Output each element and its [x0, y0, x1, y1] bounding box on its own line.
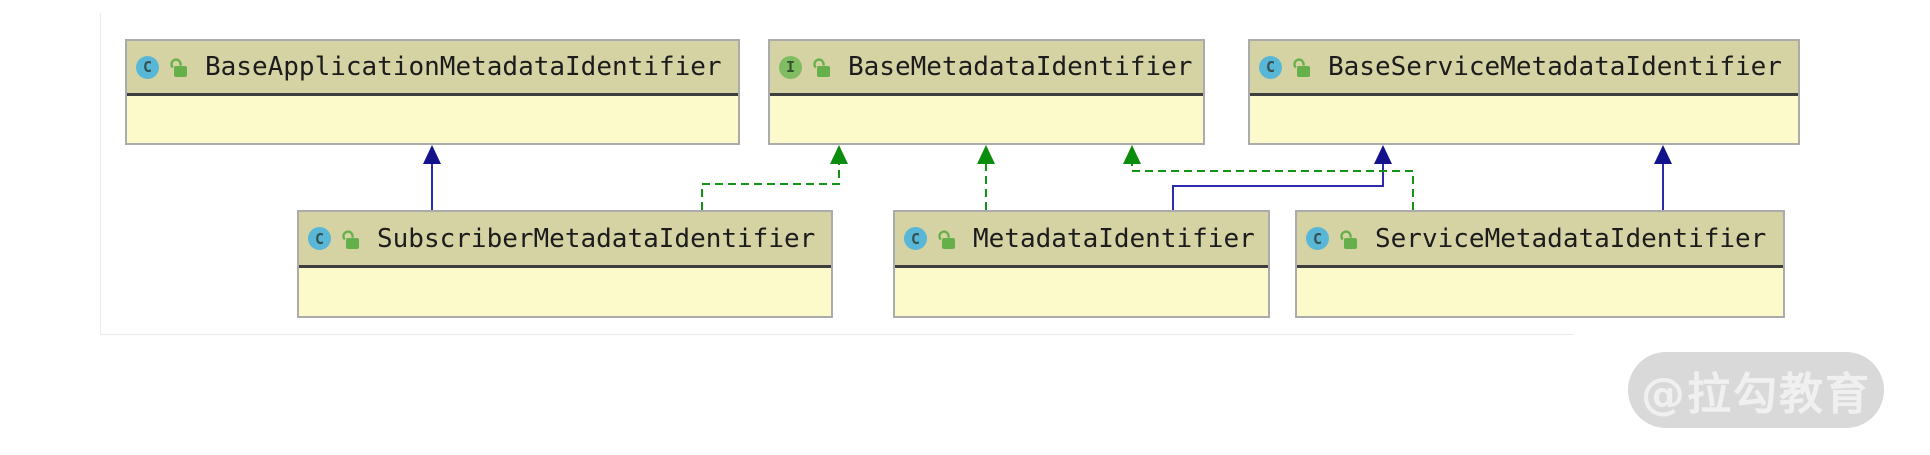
class-name: MetadataIdentifier	[973, 223, 1255, 254]
watermark-text: @拉勾教育	[1641, 369, 1871, 420]
class-header: C BaseServiceMetadataIdentifier	[1250, 41, 1798, 96]
class-icon: C	[904, 227, 927, 250]
interface-icon: I	[779, 55, 802, 79]
unlocked-icon	[170, 58, 187, 77]
class-node-service-metadata-identifier[interactable]: C ServiceMetadataIdentifier	[1295, 210, 1785, 318]
class-icon: C	[1306, 227, 1329, 250]
extends-edge-service-to-base-service	[1654, 145, 1672, 210]
class-header: I BaseMetadataIdentifier	[770, 41, 1203, 96]
unlocked-icon	[813, 58, 830, 77]
unlocked-icon	[1340, 229, 1357, 249]
watermark-badge: @拉勾教育	[1628, 352, 1884, 428]
implements-edge-service-to-base-metadata	[1123, 145, 1414, 210]
class-name: BaseApplicationMetadataIdentifier	[205, 52, 722, 82]
unlocked-icon	[938, 229, 955, 249]
class-header: C BaseApplicationMetadataIdentifier	[127, 41, 738, 96]
class-node-base-application-metadata-identifier[interactable]: C BaseApplicationMetadataIdentifier	[125, 39, 740, 145]
canvas-left-edge	[100, 13, 101, 334]
class-name: SubscriberMetadataIdentifier	[377, 223, 816, 254]
class-header: C SubscriberMetadataIdentifier	[299, 212, 831, 268]
implements-edge-metadata-to-base-metadata	[977, 145, 995, 210]
extends-edge-subscriber-to-base-application	[423, 145, 441, 210]
class-node-subscriber-metadata-identifier[interactable]: C SubscriberMetadataIdentifier	[297, 210, 833, 318]
class-icon: C	[308, 227, 331, 250]
class-node-metadata-identifier[interactable]: C MetadataIdentifier	[893, 210, 1270, 318]
class-name: BaseMetadataIdentifier	[848, 52, 1193, 82]
interface-node-base-metadata-identifier[interactable]: I BaseMetadataIdentifier	[768, 39, 1205, 145]
unlocked-icon	[342, 229, 359, 249]
class-header: C ServiceMetadataIdentifier	[1297, 212, 1783, 268]
class-name: ServiceMetadataIdentifier	[1375, 223, 1767, 254]
canvas-bottom-edge	[100, 334, 1574, 335]
implements-edge-subscriber-to-base-metadata	[701, 145, 848, 210]
class-name: BaseServiceMetadataIdentifier	[1328, 52, 1782, 82]
class-header: C MetadataIdentifier	[895, 212, 1268, 268]
class-node-base-service-metadata-identifier[interactable]: C BaseServiceMetadataIdentifier	[1248, 39, 1800, 145]
extends-edge-metadata-to-base-service	[1172, 145, 1392, 210]
unlocked-icon	[1293, 58, 1310, 77]
class-icon: C	[1259, 55, 1282, 79]
class-icon: C	[136, 55, 159, 79]
